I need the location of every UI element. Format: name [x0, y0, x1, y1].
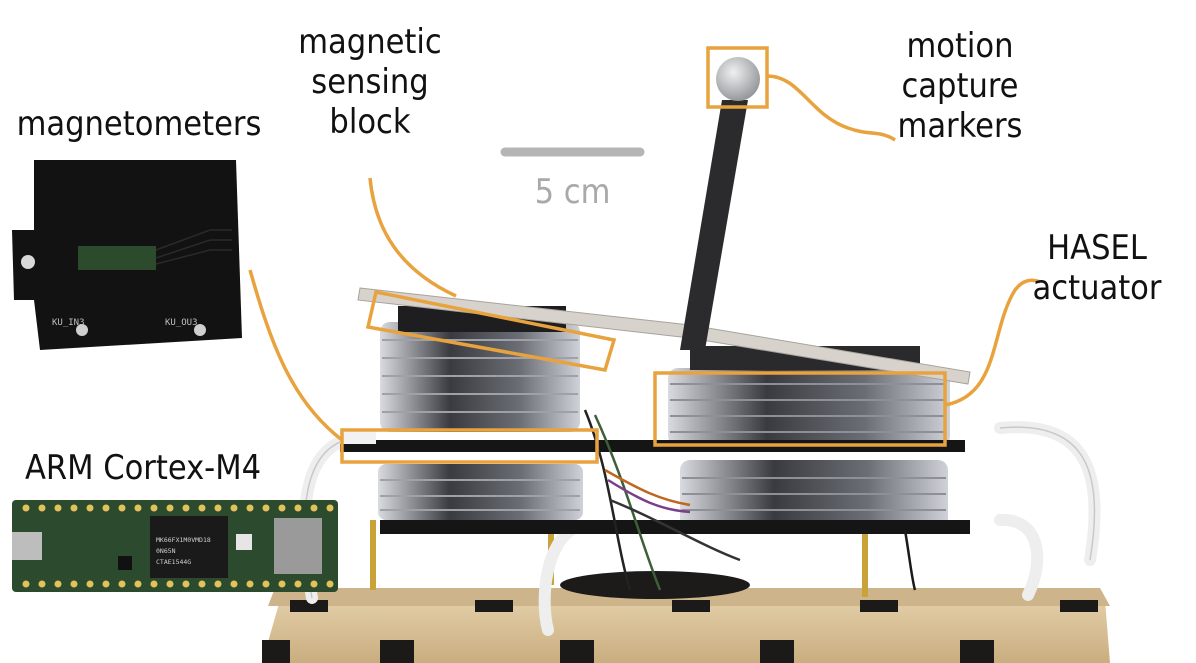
label-motion-capture-markers: motion capture markers	[875, 26, 1045, 146]
base-slot	[290, 600, 328, 612]
wooden-base	[262, 571, 1110, 663]
left-hasel-stacks	[378, 306, 583, 520]
header-pins	[22, 504, 334, 588]
callout-box-magnetometers	[340, 428, 599, 464]
label-line: block	[329, 102, 411, 142]
callout-line-sensing-block	[368, 177, 457, 298]
middle-pcb	[340, 440, 965, 452]
lower-pcb	[380, 520, 970, 534]
signal-wires	[583, 409, 917, 591]
label-line: HASEL	[1047, 228, 1147, 268]
base-slot	[560, 640, 594, 663]
callouts	[248, 46, 1041, 464]
base-face	[262, 600, 1110, 663]
arm-microcontroller-board: MK66FX1M0VMD18 0N65N CTAE1544G	[12, 500, 338, 592]
label-hasel-actuator: HASEL actuator	[1012, 228, 1182, 308]
joystick	[680, 57, 760, 350]
base-slot	[860, 600, 898, 612]
reset-button	[236, 534, 252, 550]
magnetometer-chip	[78, 246, 156, 270]
label-line: capture	[901, 66, 1019, 106]
joystick-shaft	[680, 100, 748, 350]
label-magnetic-sensing-block: magnetic sensing block	[280, 22, 460, 142]
mcu-line-1: MK66FX1M0VMD18	[156, 536, 211, 544]
callout-line-marker	[766, 74, 896, 142]
callout-box-sensing-block	[365, 289, 617, 373]
base-slot	[960, 640, 994, 663]
mcu-chip	[150, 516, 228, 578]
base-hole	[560, 571, 750, 599]
base-slot	[380, 640, 414, 663]
label-arm-cortex: ARM Cortex-M4	[24, 448, 262, 488]
magnetometer-board: KU_IN3 KU_OU3	[12, 160, 242, 350]
label-line: motion	[906, 26, 1014, 66]
lower-left-stack	[378, 464, 583, 520]
base-slot	[672, 600, 710, 612]
circuit-boards	[340, 287, 971, 534]
callout-line-magnetometers	[248, 269, 344, 442]
usb-connector	[12, 532, 42, 560]
sd-card-slot	[274, 518, 322, 574]
label-line: markers	[897, 106, 1023, 146]
mcu-line-2: 0N65N	[156, 547, 176, 555]
motion-capture-marker	[716, 57, 760, 101]
upper-right-stack	[668, 368, 950, 446]
base-slot	[760, 640, 794, 663]
silkscreen-in: KU_IN3	[52, 318, 85, 328]
base-slot	[262, 640, 290, 663]
label-line: actuator	[1032, 268, 1162, 308]
callout-line-hasel	[944, 278, 1041, 407]
mcu-line-3: CTAE1544G	[156, 558, 191, 566]
scale-bar-label: 5 cm	[534, 172, 611, 212]
right-hasel-stacks	[668, 346, 950, 530]
label-line: sensing	[311, 62, 429, 102]
label-magnetometers: magnetometers	[16, 104, 262, 144]
base-slot	[1060, 600, 1098, 612]
label-line: magnetic	[298, 22, 442, 62]
base-slot	[475, 600, 513, 612]
callout-box-hasel	[653, 371, 947, 447]
silkscreen-out: KU_OU3	[165, 318, 198, 328]
